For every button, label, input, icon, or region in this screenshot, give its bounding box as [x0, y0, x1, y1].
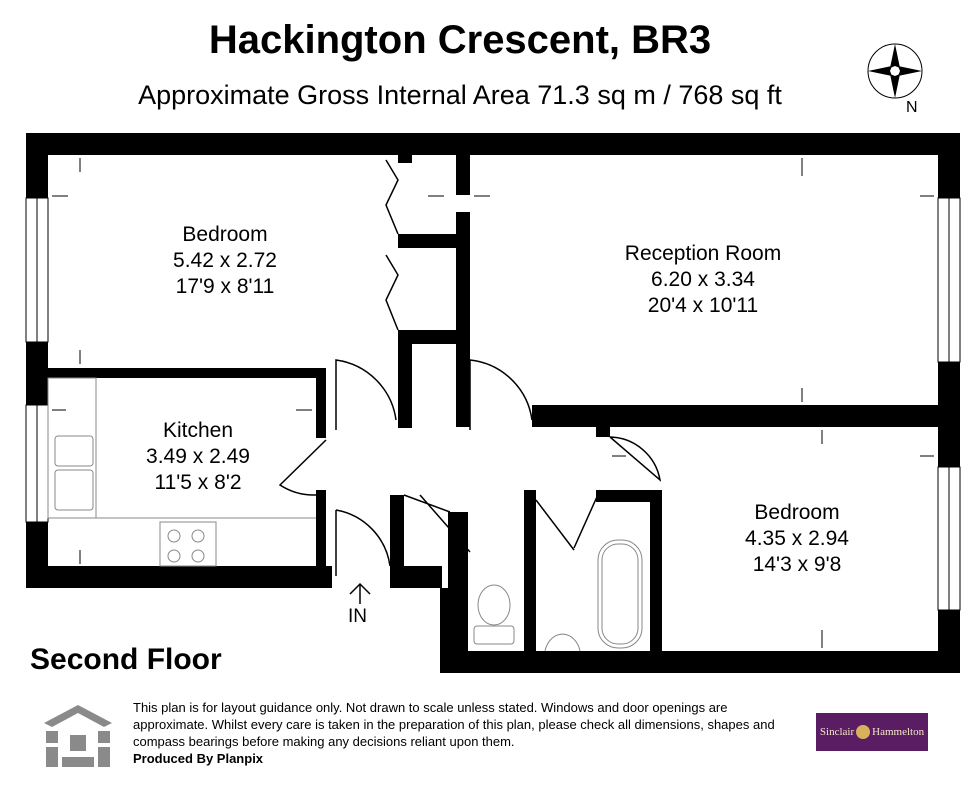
room-label-reception-room: Reception Room 6.20 x 3.34 20'4 x 10'11 — [598, 241, 808, 319]
room-size-imperial: 20'4 x 10'11 — [647, 294, 759, 317]
agent-logo-left: Sinclair — [819, 726, 855, 738]
floor-label: Second Floor — [30, 643, 222, 676]
room-name: Reception Room — [624, 242, 782, 265]
agent-logo-emblem-icon — [856, 725, 871, 739]
dimension-markers — [52, 158, 934, 648]
room-size-imperial: 11'5 x 8'2 — [154, 471, 242, 494]
room-label-bedroom-1: Bedroom 5.42 x 2.72 17'9 x 8'11 — [140, 222, 310, 300]
window-mullions — [36, 198, 950, 610]
room-label-bedroom-2: Bedroom 4.35 x 2.94 14'3 x 9'8 — [712, 500, 882, 578]
room-label-kitchen: Kitchen 3.49 x 2.49 11'5 x 8'2 — [118, 418, 278, 496]
produced-by: Produced By Planpix — [133, 751, 264, 766]
room-size-imperial: 14'3 x 9'8 — [752, 553, 842, 576]
entrance-label: IN — [348, 606, 367, 627]
compass-north-label: N — [906, 99, 918, 116]
disclaimer: This plan is for layout guidance only. N… — [133, 699, 803, 767]
room-name: Bedroom — [182, 223, 268, 246]
kitchen-fixtures — [47, 377, 316, 567]
plan-title: Hackington Crescent, BR3 — [208, 18, 712, 62]
doors — [278, 159, 662, 576]
room-size-metric: 6.20 x 3.34 — [651, 268, 755, 291]
room-name: Kitchen — [162, 419, 234, 442]
walls — [26, 133, 960, 673]
planpix-logo-icon — [44, 705, 112, 767]
disclaimer-text: This plan is for layout guidance only. N… — [133, 700, 775, 749]
room-size-metric: 3.49 x 2.49 — [146, 445, 250, 468]
agent-logo-right: Hammelton — [872, 726, 925, 738]
compass-icon: N — [867, 43, 923, 116]
room-name: Bedroom — [754, 501, 840, 524]
room-size-metric: 5.42 x 2.72 — [173, 249, 277, 272]
bathroom-fixtures — [473, 539, 643, 652]
gross-internal-area: Approximate Gross Internal Area 71.3 sq … — [138, 80, 782, 110]
entrance-arrow — [349, 582, 371, 604]
agent-logo: Sinclair Hammelton — [816, 713, 928, 751]
room-size-imperial: 17'9 x 8'11 — [175, 275, 275, 298]
room-size-metric: 4.35 x 2.94 — [745, 527, 849, 550]
